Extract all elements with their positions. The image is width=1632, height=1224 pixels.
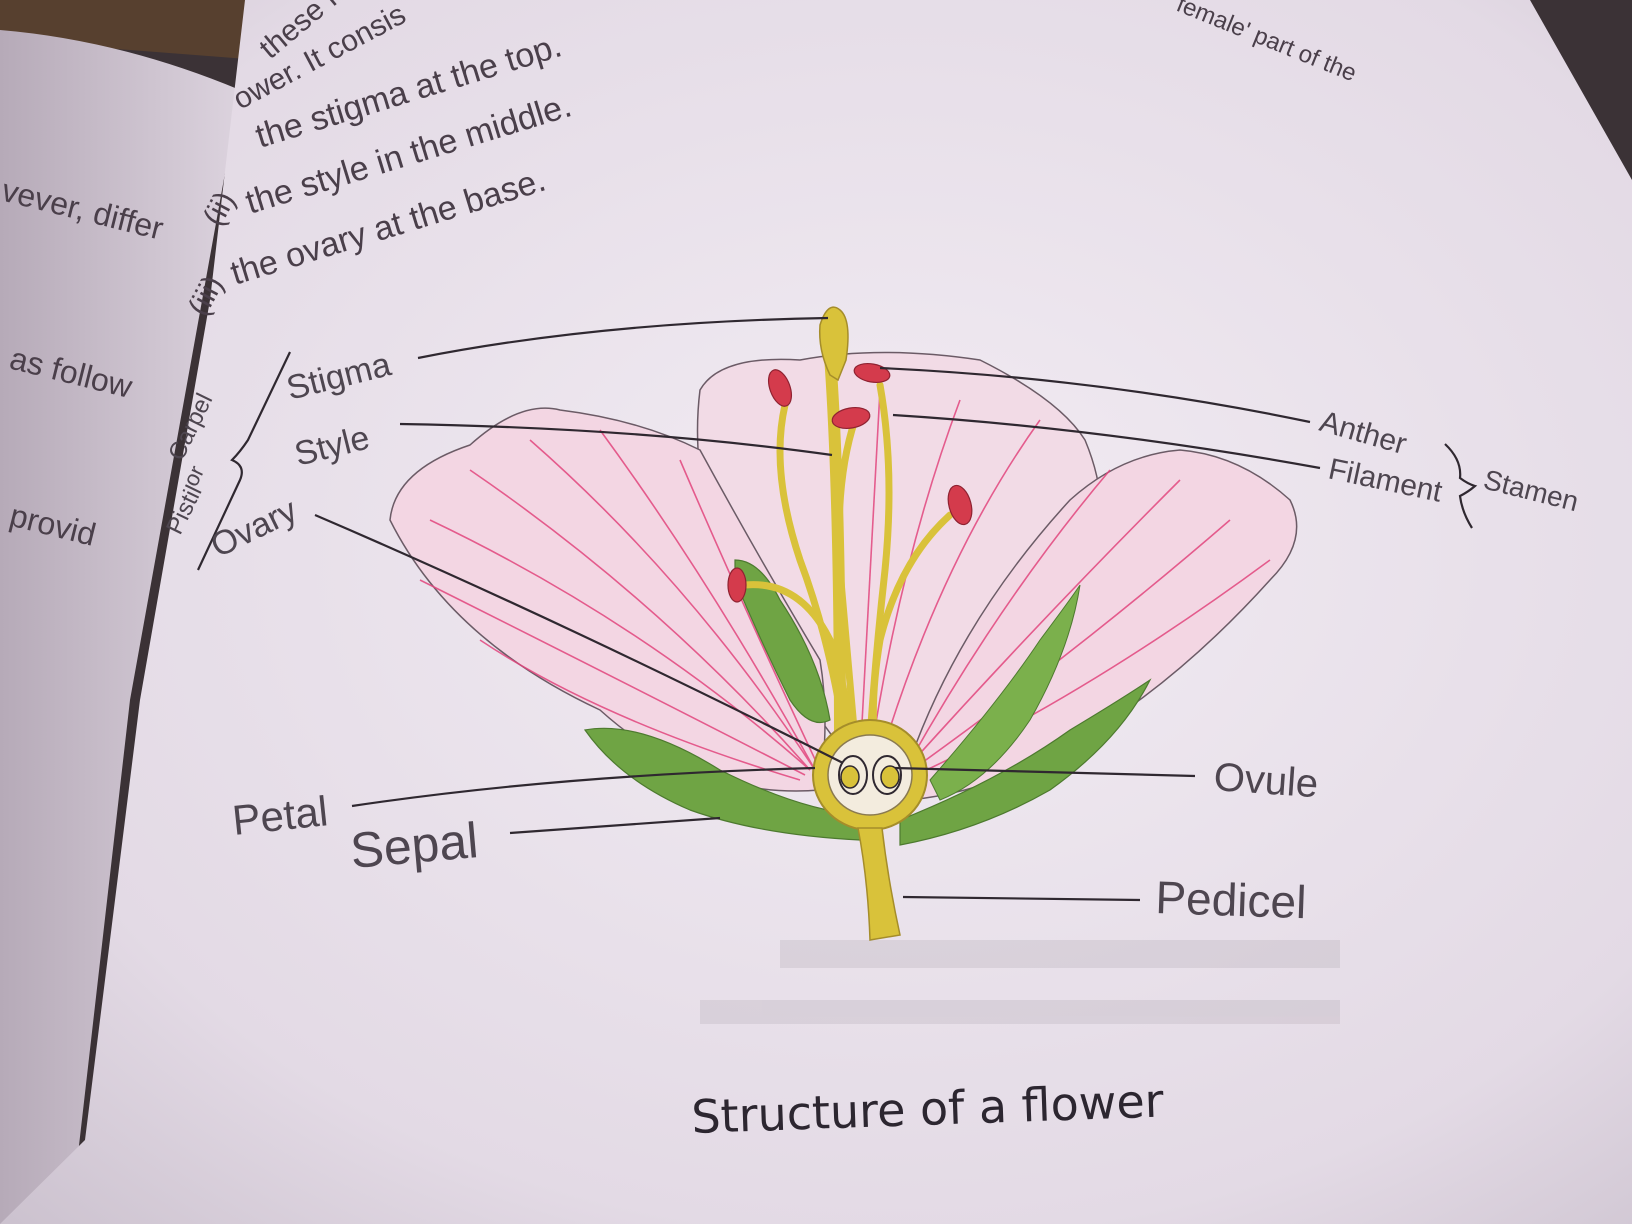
label-petal: Petal	[230, 787, 330, 844]
right-sepal	[899, 678, 1152, 846]
label-sepal: Sepal	[348, 812, 480, 879]
leader-sepal	[509, 816, 721, 835]
ovules	[838, 755, 902, 795]
flower-illustration	[389, 306, 1298, 941]
leader-style	[399, 422, 833, 457]
show-through-text	[700, 940, 1340, 1024]
leader-anther	[879, 366, 1311, 424]
petal-veins	[419, 389, 1271, 781]
anther-1	[767, 369, 793, 407]
pedicel	[857, 827, 901, 941]
anther-5	[727, 567, 747, 603]
anther-4	[947, 484, 973, 526]
right-sepal-inner	[929, 584, 1081, 801]
carpel-bracket	[197, 351, 291, 571]
anther-3	[831, 407, 871, 429]
left-petal	[389, 407, 826, 792]
leader-petal	[351, 766, 816, 808]
label-pedicel: Pedicel	[1155, 871, 1308, 928]
left-page	[0, 30, 240, 1224]
ovary-cavity	[827, 734, 913, 816]
stamen-bracket	[1444, 443, 1478, 529]
leader-filament	[892, 413, 1321, 470]
leader-lines	[197, 316, 1478, 902]
label-ovule: Ovule	[1212, 755, 1319, 806]
leader-stigma	[417, 316, 829, 360]
leader-pedicel	[902, 895, 1141, 902]
leader-ovary	[314, 513, 844, 764]
anthers	[727, 363, 973, 603]
leader-ovule	[894, 766, 1196, 778]
stigma	[818, 306, 849, 382]
